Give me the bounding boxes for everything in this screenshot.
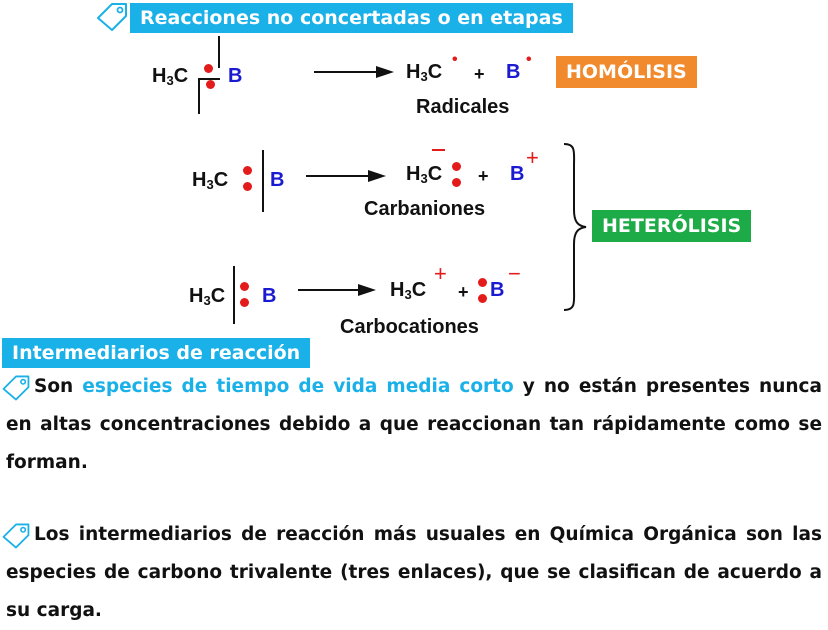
homolysis-label: HOMÓLISIS (556, 56, 697, 88)
carbanion-bond-line (262, 150, 264, 212)
section-title: Intermediarios de reacción (12, 342, 301, 364)
caption-carbocationes: Carbocationes (340, 316, 479, 338)
homolysis-bond-lower (198, 78, 200, 114)
plus-sign: + (474, 64, 485, 84)
electron-dot (206, 80, 215, 89)
carbocation-product-b: B (490, 279, 505, 301)
reaction-arrow (306, 170, 386, 182)
carbocation-reactant-b: B (262, 285, 277, 307)
highlight-text: especies de tiempo de vida media corto (82, 376, 514, 397)
homolysis-bond-upper (218, 36, 220, 68)
homolysis-product-carbon: H3C (406, 61, 443, 84)
section-banner-reacciones: Reacciones no concertadas o en etapas (130, 3, 573, 33)
plus-sign: + (478, 166, 489, 186)
homolysis-bond-cross (198, 78, 220, 80)
electron-dot (478, 278, 487, 287)
electron-dot (243, 166, 252, 175)
paragraph-intermediates-classification: Los intermediarios de reacción más usual… (6, 524, 822, 621)
electron-dot (240, 298, 249, 307)
homolysis-reactant-carbon: H3C (152, 65, 189, 88)
carbanion-reactant-b: B (270, 169, 285, 191)
carbocation-product-carbon: H3C (390, 279, 427, 302)
tag-icon (2, 523, 30, 549)
plus-sign: + (458, 282, 469, 302)
tag-icon (97, 3, 127, 31)
radical-dot: • (452, 51, 458, 68)
caption-carbaniones: Carbaniones (364, 198, 486, 220)
electron-dot (240, 282, 249, 291)
electron-dot (478, 294, 487, 303)
carbanion-reactant-carbon: H3C (192, 169, 229, 192)
carbocation-reactant-carbon: H3C (189, 285, 226, 308)
homolysis-reactant-b: B (228, 65, 243, 87)
section-banner-intermediarios: Intermediarios de reacción (2, 338, 311, 368)
carbanion-product-b: B (510, 163, 525, 185)
positive-charge: + (434, 261, 447, 286)
reaction-arrow (314, 66, 394, 78)
carbanion-product-carbon: H3C (406, 163, 443, 186)
radical-dot: • (526, 51, 532, 68)
negative-charge-bar (432, 149, 445, 151)
electron-dot (243, 182, 252, 191)
carbocation-bond-line (233, 266, 235, 324)
section-title: Reacciones no concertadas o en etapas (140, 7, 563, 29)
tag-icon (2, 375, 30, 401)
electron-dot (452, 162, 461, 171)
electron-dot (204, 64, 213, 73)
homolysis-product-b: B (506, 61, 521, 83)
heterolysis-label: HETERÓLISIS (592, 210, 752, 242)
paragraph-intermediates-definition: Son especies de tiempo de vida media cor… (6, 376, 822, 473)
negative-charge: − (508, 261, 521, 286)
reaction-arrow (298, 284, 376, 296)
electron-dot (452, 178, 461, 187)
curly-brace (563, 143, 587, 311)
positive-charge: + (526, 145, 539, 170)
caption-radicales: Radicales (416, 96, 510, 118)
